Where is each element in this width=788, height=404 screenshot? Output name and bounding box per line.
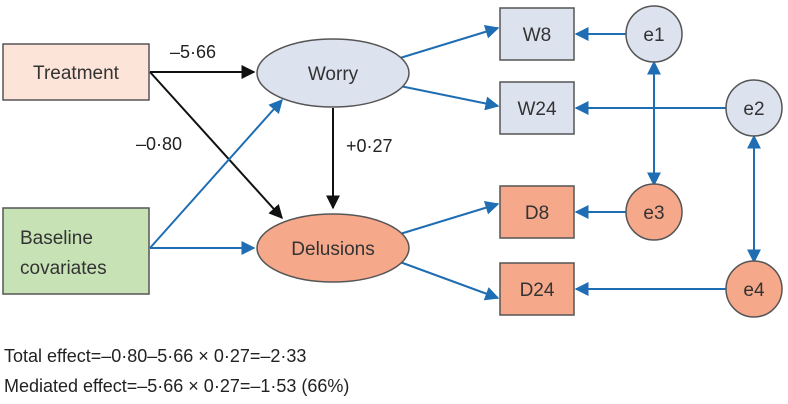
baseline-covariates-node — [2, 207, 150, 295]
treatment-label: Treatment — [33, 63, 120, 84]
e3-node — [625, 183, 683, 241]
coef-treatment-worry: –5·66 — [170, 42, 216, 62]
d8-node — [499, 185, 575, 239]
worry-label: Worry — [308, 64, 359, 85]
arrow-delusions-d24 — [399, 261, 500, 301]
w8-label: W8 — [523, 25, 552, 46]
w24-label: W24 — [517, 99, 557, 120]
arrow-delusions-d8 — [399, 200, 500, 235]
e2-label: e2 — [743, 99, 764, 120]
arrow-baseline-worry — [149, 98, 283, 249]
e3-label: e3 — [643, 203, 664, 224]
d24-node — [499, 262, 575, 316]
mediated-effect-text: Mediated effect=–5·66 × 0·27=–1·53 (66%) — [4, 376, 350, 396]
arrow-worry-w24 — [399, 85, 500, 111]
arrow-treatment-delusions — [149, 71, 283, 220]
d8-label: D8 — [525, 203, 549, 224]
total-effect-text: Total effect=–0·80–5·66 × 0·27=–2·33 — [4, 346, 307, 366]
coef-treatment-delusions: –0·80 — [136, 134, 182, 154]
delusions-node — [256, 213, 410, 283]
delusions-label: Delusions — [291, 239, 374, 260]
e4-label: e4 — [743, 280, 765, 301]
baseline-label-line1: Baseline — [20, 228, 93, 249]
worry-node — [256, 38, 410, 108]
baseline-label-line2: covariates — [20, 258, 107, 279]
coef-worry-delusions: +0·27 — [346, 136, 393, 156]
e4-node — [725, 260, 783, 318]
w8-node — [499, 7, 575, 61]
e1-label: e1 — [643, 25, 664, 46]
w24-node — [499, 81, 575, 135]
arrow-worry-w8 — [399, 24, 500, 59]
treatment-node — [2, 43, 150, 101]
e1-node — [625, 5, 683, 63]
e2-node — [725, 79, 783, 137]
d24-label: D24 — [520, 280, 555, 301]
